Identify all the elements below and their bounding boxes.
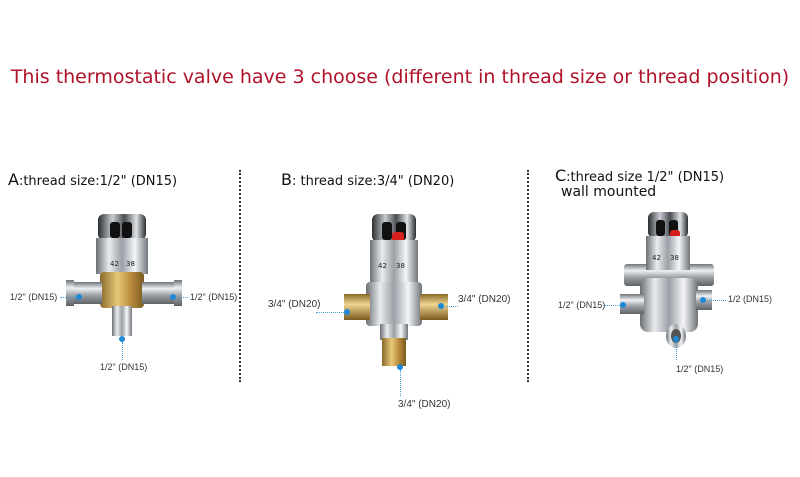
section-c-title: C:thread size 1/2" (DN15) xyxy=(555,166,724,185)
valve-c-image: 42 38 xyxy=(620,212,714,348)
valve-a-bottom-leader xyxy=(122,342,123,360)
dial-mark-42: 42 xyxy=(110,260,119,268)
valve-a-image: 42 38 xyxy=(66,214,182,336)
valve-c-left-leader xyxy=(604,305,622,306)
section-a-title-text: :thread size:1/2" (DN15) xyxy=(18,174,178,189)
dial-mark-38: 38 xyxy=(670,254,679,262)
valve-b-bottom-label: 3/4" (DN20) xyxy=(398,399,451,410)
valve-a-left-leader xyxy=(60,297,78,298)
valve-b-image: 42 38 xyxy=(344,214,448,366)
section-a-title: A:thread size:1/2" (DN15) xyxy=(8,170,177,189)
dial-mark-38: 38 xyxy=(396,262,405,270)
valve-a-left-dot xyxy=(76,294,82,300)
dial-mark-38: 38 xyxy=(126,260,135,268)
headline: This thermostatic valve have 3 choose (d… xyxy=(10,66,790,88)
valve-a-right-leader xyxy=(172,297,188,298)
valve-c-right-leader xyxy=(704,300,726,301)
valve-a-left-label: 1/2" (DN15) xyxy=(10,292,58,302)
valve-c-bottom-leader xyxy=(676,342,677,360)
section-a-letter: A xyxy=(8,170,19,189)
valve-a-bottom-dot xyxy=(119,336,125,342)
valve-a-bottom-label: 1/2" (DN15) xyxy=(100,362,148,372)
section-b-title-text: : thread size:3/4" (DN20) xyxy=(291,174,455,189)
valve-a-right-dot xyxy=(170,294,176,300)
valve-c-bottom-dot xyxy=(673,336,679,342)
valve-b-left-label: 3/4" (DN20) xyxy=(268,299,321,310)
divider-2 xyxy=(527,170,529,382)
valve-c-right-dot xyxy=(700,297,706,303)
dial-mark-42: 42 xyxy=(378,262,387,270)
valve-c-right-label: 1/2 (DN15) xyxy=(728,294,773,304)
valve-b-left-leader xyxy=(316,312,346,313)
valve-b-right-label: 3/4" (DN20) xyxy=(458,294,511,305)
valve-c-bottom-label: 1/2" (DN15) xyxy=(676,364,724,374)
valve-b-right-leader xyxy=(442,306,458,307)
valve-b-left-dot xyxy=(344,309,350,315)
valve-b-bottom-leader xyxy=(400,370,401,396)
valve-a-right-label: 1/2" (DN15) xyxy=(190,292,238,302)
section-c-title-text: :thread size 1/2" (DN15) xyxy=(566,170,725,185)
section-c-letter: C xyxy=(555,166,567,185)
divider-1 xyxy=(239,170,241,382)
dial-mark-42: 42 xyxy=(652,254,661,262)
section-b-letter: B xyxy=(281,170,292,189)
section-b-title: B: thread size:3/4" (DN20) xyxy=(281,170,454,189)
valve-c-left-label: 1/2" (DN15) xyxy=(558,300,606,310)
section-c-subtitle: wall mounted xyxy=(561,184,657,200)
valve-b-right-dot xyxy=(438,303,444,309)
valve-c-left-dot xyxy=(620,302,626,308)
valve-b-bottom-dot xyxy=(397,364,403,370)
